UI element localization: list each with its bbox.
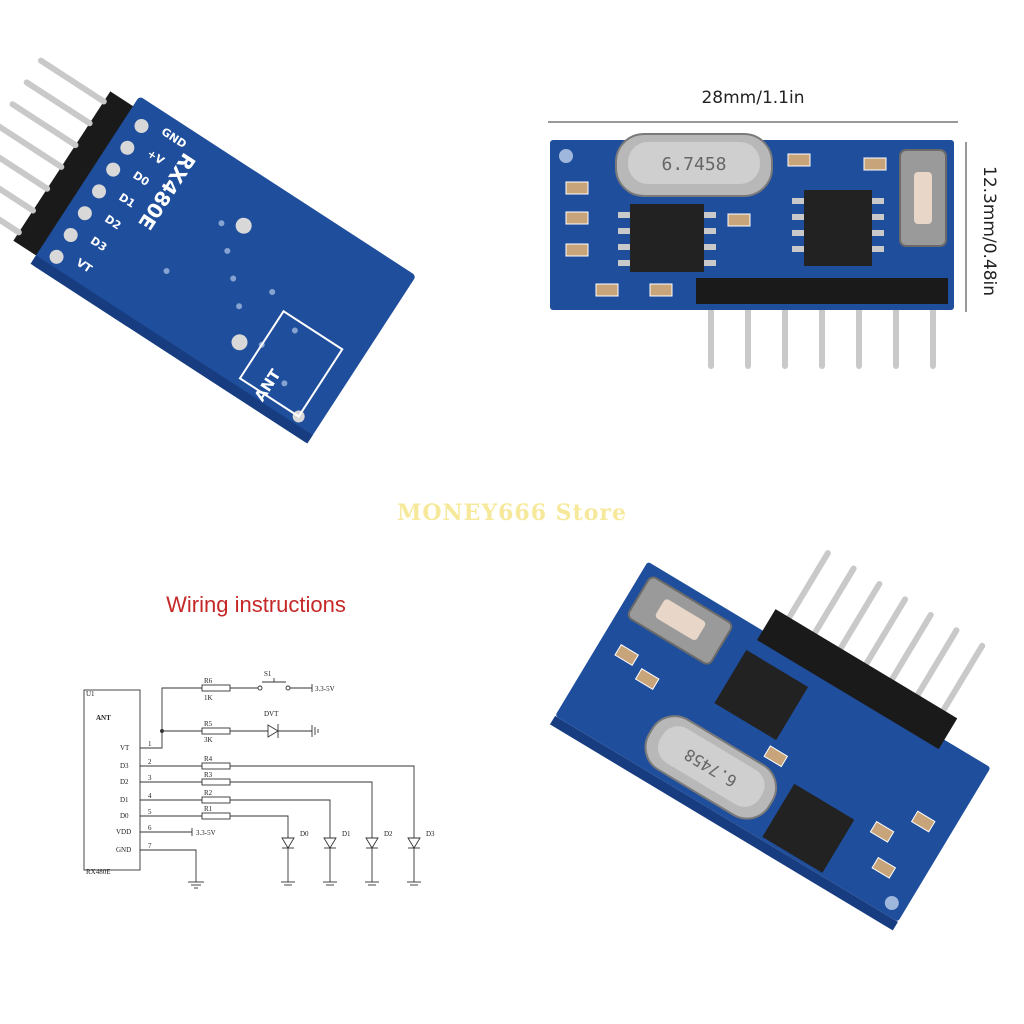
chip-pin-d0: D0 xyxy=(120,812,129,820)
r1-label: R1 xyxy=(204,805,213,813)
pin-num-6: 6 xyxy=(148,824,152,832)
wiring-schematic: U1 ANT RX480E VT D3 D2 D1 D0 VDD GND 1 2… xyxy=(0,512,512,1024)
pin-num-2: 2 xyxy=(148,758,152,766)
led-label-d3: D3 xyxy=(426,830,435,838)
pin-num-4: 4 xyxy=(148,792,152,800)
ic-chip-1 xyxy=(714,649,809,741)
header-pins xyxy=(786,550,986,714)
pin-num-7: 7 xyxy=(148,842,152,850)
chip-pin-d3: D3 xyxy=(120,762,129,770)
supply-label-2: 3.3-5V xyxy=(196,829,216,837)
led-d1 xyxy=(323,837,337,886)
r6-value: 1K xyxy=(204,694,213,702)
header-pins xyxy=(0,57,107,236)
width-label: 28mm/1.1in xyxy=(701,88,804,108)
pin-num-1: 1 xyxy=(148,740,152,748)
r4-label: R4 xyxy=(204,755,213,763)
chip-outline xyxy=(83,689,141,871)
chip-pin-d1: D1 xyxy=(120,796,129,804)
chip-pin-vdd: VDD xyxy=(116,828,131,836)
solder-pads xyxy=(49,118,149,264)
pin-header xyxy=(756,609,958,750)
ic-chip-2 xyxy=(804,190,872,266)
store-watermark: MONEY666 Store xyxy=(397,500,627,526)
header-pins xyxy=(708,297,936,369)
chip-pin-d2: D2 xyxy=(120,778,129,786)
chip-pin-gnd: GND xyxy=(116,846,131,854)
r5-label: R5 xyxy=(204,720,213,728)
pcb-board xyxy=(32,97,415,442)
chip-ant-label: ANT xyxy=(96,714,111,722)
r3-label: R3 xyxy=(204,771,213,779)
supply-label-1: 3.3-5V xyxy=(315,685,335,693)
ic-chip-1 xyxy=(630,204,704,272)
dvt-label: DVT xyxy=(264,710,279,718)
wiring-title: Wiring instructions xyxy=(166,592,346,617)
chip-pin-vt: VT xyxy=(120,744,130,752)
led-d0 xyxy=(281,837,295,886)
crystal-label: 6.7458 xyxy=(661,154,726,175)
module-front-view: 28mm/1.1in 12.3mm/0.48in 6.7458 xyxy=(512,0,1024,512)
module-angled-view: 6.7458 xyxy=(512,512,1024,1024)
led-label-d2: D2 xyxy=(384,830,393,838)
chip-name: RX480E xyxy=(86,868,111,876)
pin-header xyxy=(13,91,136,258)
led-d2 xyxy=(365,837,379,886)
led-label-d1: D1 xyxy=(342,830,351,838)
height-label: 12.3mm/0.48in xyxy=(979,166,999,296)
ic-chip-2 xyxy=(762,783,855,873)
pin-header xyxy=(696,278,948,304)
r5-value: 3K xyxy=(204,736,213,744)
pin-num-3: 3 xyxy=(148,774,152,782)
r6-label: R6 xyxy=(204,677,213,685)
led-d3 xyxy=(407,837,421,886)
chip-ref: U1 xyxy=(86,690,95,698)
led-label-d0: D0 xyxy=(300,830,309,838)
module-back-view: RX480E GND +V D0 D1 D2 D3 VT ANT xyxy=(0,0,512,512)
r2-label: R2 xyxy=(204,789,213,797)
pin-num-5: 5 xyxy=(148,808,152,816)
s1-label: S1 xyxy=(264,670,272,678)
